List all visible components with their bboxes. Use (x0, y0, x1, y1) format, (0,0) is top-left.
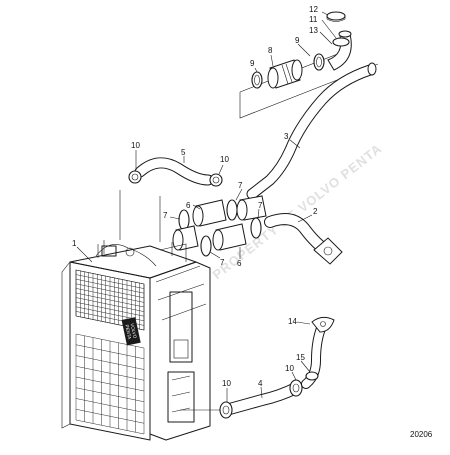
callout-10-upper-right: 10 (220, 155, 229, 164)
callout-9-left: 9 (250, 59, 255, 68)
hose-3 (246, 62, 377, 200)
callout-4: 4 (258, 379, 263, 388)
connector-6-lower (212, 223, 247, 251)
hose-clamp-10-upper-right (209, 173, 223, 187)
hose-connector-8 (267, 59, 303, 89)
connector-6-right (236, 195, 267, 221)
hose-clamp-7-d (200, 235, 212, 257)
callout-labels: 1 2 3 4 5 6 6 7 7 7 7 8 9 9 10 10 10 10 … (72, 5, 318, 388)
hose-2 (264, 213, 343, 265)
figure-number: 20206 (410, 430, 433, 439)
leader-lines (76, 11, 337, 402)
hose-clamp-7-a (226, 199, 238, 221)
callout-7-d: 7 (220, 258, 225, 267)
badge-line-1: VOLVO (130, 323, 138, 339)
hose-clamp-10-lower-left (219, 401, 233, 419)
callout-11: 11 (309, 15, 318, 24)
callout-1: 1 (72, 239, 77, 248)
badge-line-2: PENTA (124, 324, 132, 339)
connector-6-upper (192, 199, 227, 227)
upper-parts-group (239, 11, 379, 119)
callout-13: 13 (309, 26, 318, 35)
core-grid (75, 333, 145, 435)
callout-9-right: 9 (295, 36, 300, 45)
callout-8: 8 (268, 46, 273, 55)
flange-2 (313, 237, 343, 265)
callout-6-upper: 6 (186, 201, 191, 210)
hose-clamp-15 (305, 371, 319, 381)
callout-7-c: 7 (258, 201, 263, 210)
callout-10-upper-left: 10 (131, 141, 140, 150)
callout-5: 5 (181, 148, 186, 157)
callout-15: 15 (296, 353, 305, 362)
hose-clamp-9-left (251, 71, 263, 89)
callout-10-lower-right: 10 (285, 364, 294, 373)
hose-5 (134, 157, 214, 186)
callout-7-b: 7 (163, 211, 168, 220)
callout-3: 3 (284, 132, 289, 141)
hose-clamp-9-right (313, 53, 325, 71)
intercooler-1: VOLVO PENTA (61, 240, 211, 441)
cap-12 (326, 11, 346, 21)
callout-12: 12 (309, 5, 318, 14)
callout-10-lower-left: 10 (222, 379, 231, 388)
flange-14 (311, 316, 335, 333)
elbow-13 (327, 30, 352, 71)
hose-clamp-10-lower-right (289, 379, 303, 397)
hose-clamp-11 (332, 37, 350, 47)
hose-clamp-7-c (250, 217, 262, 239)
callout-14: 14 (288, 317, 297, 326)
callout-2: 2 (313, 207, 318, 216)
callout-7-a: 7 (238, 181, 243, 190)
volvo-penta-badge: VOLVO PENTA (121, 317, 141, 346)
callout-6-lower: 6 (237, 259, 242, 268)
hose-4 (220, 382, 302, 416)
hose-clamp-10-upper-left (128, 170, 142, 184)
